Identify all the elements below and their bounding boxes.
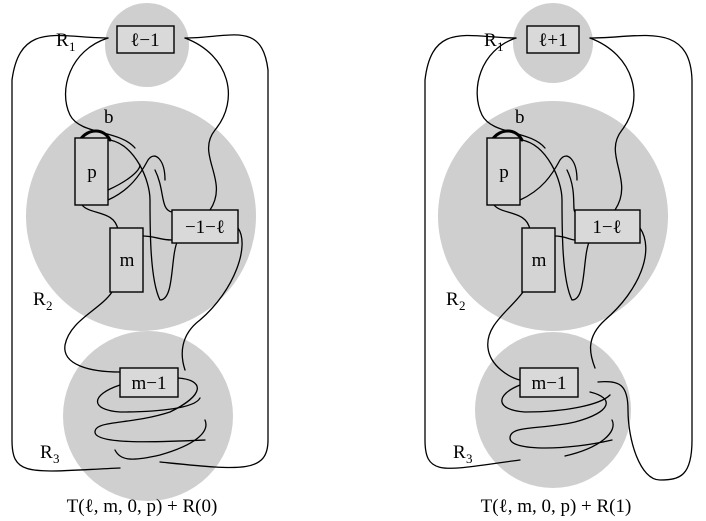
right-strand-m-to-rightbox xyxy=(554,235,576,241)
right-strand-top-left xyxy=(476,37,546,149)
right-right-box-label: 1−ℓ xyxy=(592,217,621,238)
right-region-r3 xyxy=(475,332,631,488)
right-caption: T(ℓ, m, 0, p) + R(1) xyxy=(481,496,632,517)
left-region-r3 xyxy=(63,331,233,501)
right-p-box xyxy=(486,137,521,206)
left-strand-m-bottom xyxy=(64,291,121,373)
left-bottom-box xyxy=(119,367,179,398)
left-p-box-label: p xyxy=(87,162,97,183)
left-diagram: ℓ−1 p m −1−ℓ m−1 b R 1 R 2 R 3 T(ℓ, m, 0… xyxy=(11,3,269,517)
left-strand-top-right xyxy=(184,37,229,211)
left-r3-sub: 3 xyxy=(53,451,60,466)
right-coil-3 xyxy=(564,419,614,457)
left-caption: T(ℓ, m, 0, p) + R(0) xyxy=(67,496,218,517)
left-r2-label: R xyxy=(33,289,46,310)
right-diagram: ℓ+1 p m 1−ℓ m−1 b R 1 R 2 R 3 T(ℓ, m, 0,… xyxy=(424,3,693,517)
right-bottom-box-label: m−1 xyxy=(532,373,567,394)
right-top-box xyxy=(526,25,580,54)
left-m-box-label: m xyxy=(120,250,135,271)
right-top-box-label: ℓ+1 xyxy=(538,30,567,51)
left-r2-sub: 2 xyxy=(46,298,53,313)
left-coil-2 xyxy=(94,377,206,443)
right-bottom-box xyxy=(519,367,579,398)
left-b-label: b xyxy=(104,107,114,128)
left-coil-1 xyxy=(97,384,201,413)
left-top-box-label: ℓ−1 xyxy=(130,30,159,51)
left-right-box xyxy=(171,209,239,244)
right-coil-2 xyxy=(509,391,613,449)
right-r3-sub: 3 xyxy=(466,451,473,466)
right-r3-label: R xyxy=(453,442,466,463)
right-strand-p-tangle xyxy=(521,139,591,301)
left-top-box xyxy=(116,25,175,54)
right-strand-m-bottom xyxy=(487,291,524,381)
left-strand-to-rightbox xyxy=(154,169,173,213)
right-b-label: b xyxy=(515,107,525,128)
left-outer-loop xyxy=(11,34,269,472)
left-strand-p-cross xyxy=(107,155,166,201)
left-r3-label: R xyxy=(40,442,53,463)
right-right-box xyxy=(574,209,641,244)
left-p-box xyxy=(74,137,109,206)
right-strand-top-right xyxy=(589,37,635,211)
right-strand-p-bottom xyxy=(493,204,531,231)
left-strand-m-to-rightbox xyxy=(141,235,173,241)
left-right-box-label: −1−ℓ xyxy=(185,217,225,238)
left-strand-p-bottom xyxy=(81,204,119,231)
right-coil-1 xyxy=(501,384,611,413)
left-r1-sub: 1 xyxy=(69,39,76,54)
left-strand-p-tangle xyxy=(109,139,179,301)
right-r2-label: R xyxy=(446,289,459,310)
right-r1-label: R xyxy=(484,30,497,51)
right-strand-rightbox-out xyxy=(589,227,647,369)
left-r1-label: R xyxy=(56,30,69,51)
left-coil-3 xyxy=(114,419,207,460)
left-strand-top-left xyxy=(64,37,136,149)
right-r1-sub: 1 xyxy=(497,39,504,54)
right-outer-loop xyxy=(424,34,693,481)
left-strand-rightbox-out xyxy=(181,227,243,371)
left-bottom-box-label: m−1 xyxy=(132,373,167,394)
right-m-box xyxy=(521,227,556,293)
right-p-box-label: p xyxy=(499,162,509,183)
right-r2-sub: 2 xyxy=(459,298,466,313)
right-strand-p-cross xyxy=(519,155,578,201)
right-m-box-label: m xyxy=(532,250,547,271)
left-strand-p-cross2 xyxy=(107,164,141,191)
left-m-box xyxy=(109,227,144,293)
